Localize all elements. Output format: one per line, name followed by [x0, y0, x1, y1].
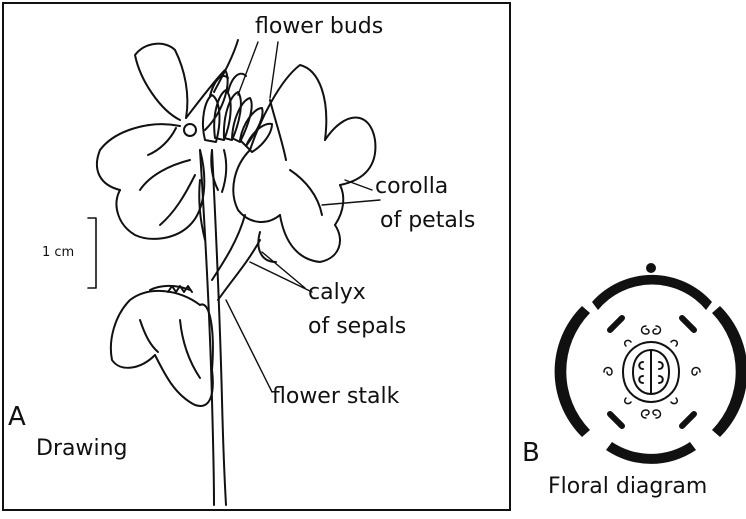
label-corolla-line1: corolla: [375, 176, 448, 198]
right-flower-drawing: [233, 65, 375, 262]
ovary: [623, 342, 679, 402]
sepal-bottom: [606, 442, 696, 464]
label-flower-buds: flower buds: [255, 16, 383, 38]
label-calyx-line1: calyx: [308, 282, 366, 304]
panel-a-caption: Drawing: [36, 438, 127, 460]
lower-flower-drawing: [111, 286, 213, 406]
panel-a-letter: A: [8, 404, 26, 430]
panel-b-caption: Floral diagram: [548, 476, 707, 498]
axis-dot: [646, 263, 656, 273]
scale-bar: [88, 218, 96, 288]
sepal-left: [555, 306, 590, 437]
leader-lines: [226, 42, 380, 392]
label-scale: 1 cm: [42, 246, 74, 259]
sepal-top: [592, 275, 712, 310]
main-stalk: [200, 150, 226, 505]
label-calyx-line2: of sepals: [308, 316, 406, 338]
sepal-right: [712, 306, 746, 437]
label-flower-stalk: flower stalk: [272, 386, 399, 408]
panel-b-letter: B: [522, 440, 540, 466]
label-corolla-line2: of petals: [380, 210, 475, 232]
